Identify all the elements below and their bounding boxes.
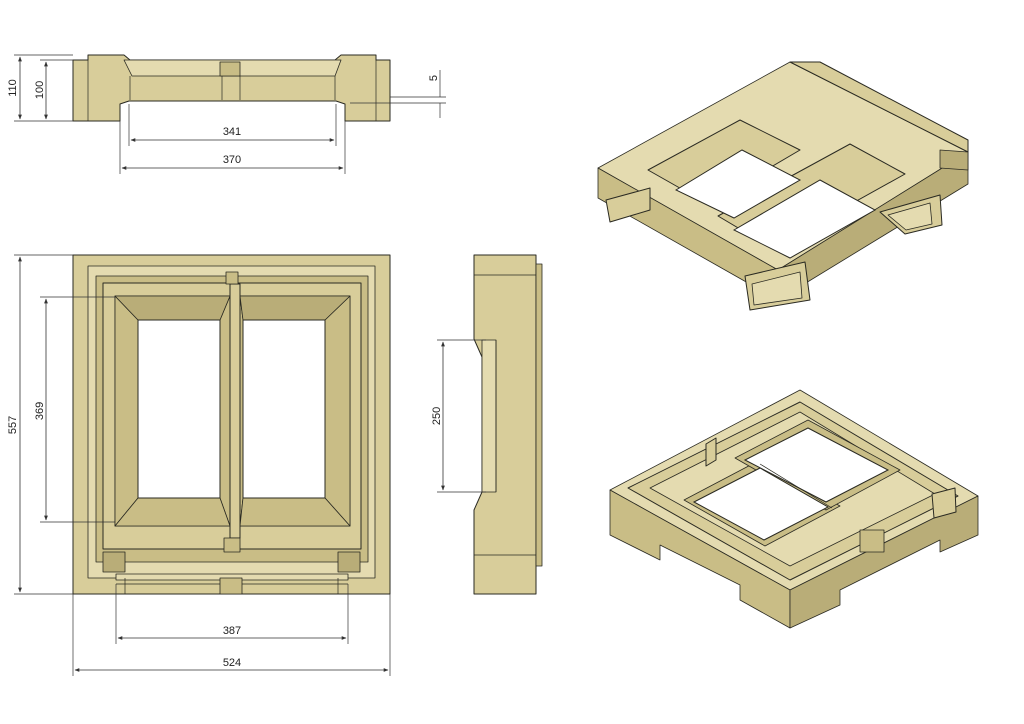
- underside-right-opening: [732, 179, 877, 259]
- dim-plan-rail-width: 387: [223, 625, 241, 637]
- side-view-dimensions: 110 100 5 341 370: [7, 54, 446, 174]
- dim-plan-width: 524: [223, 657, 241, 669]
- isometric-view-top: [609, 389, 979, 629]
- side-view-notch: [219, 61, 241, 77]
- side-view: [72, 54, 391, 122]
- dim-side-outer-width: 370: [223, 154, 241, 166]
- dim-side-total-height: 110: [7, 79, 19, 97]
- dim-plan-height: 557: [7, 416, 19, 434]
- plan-view: [72, 254, 391, 595]
- dim-plan-opening-height: 369: [34, 402, 46, 420]
- plan-view-dimensions: 557 369 387 524: [7, 254, 391, 676]
- underside-left-opening: [674, 149, 802, 219]
- dim-side-body-height: 100: [34, 81, 46, 99]
- section-view-dimensions: 250: [431, 339, 486, 493]
- isometric-view-underside: [597, 61, 969, 311]
- dim-side-gap: 5: [428, 75, 440, 81]
- section-view: [473, 254, 543, 595]
- top-view-left-opening: [692, 467, 830, 541]
- plan-left-opening: [137, 319, 221, 499]
- plan-right-opening: [242, 319, 326, 499]
- dim-side-inner-width: 341: [223, 126, 241, 138]
- dim-section-recess-height: 250: [431, 407, 443, 425]
